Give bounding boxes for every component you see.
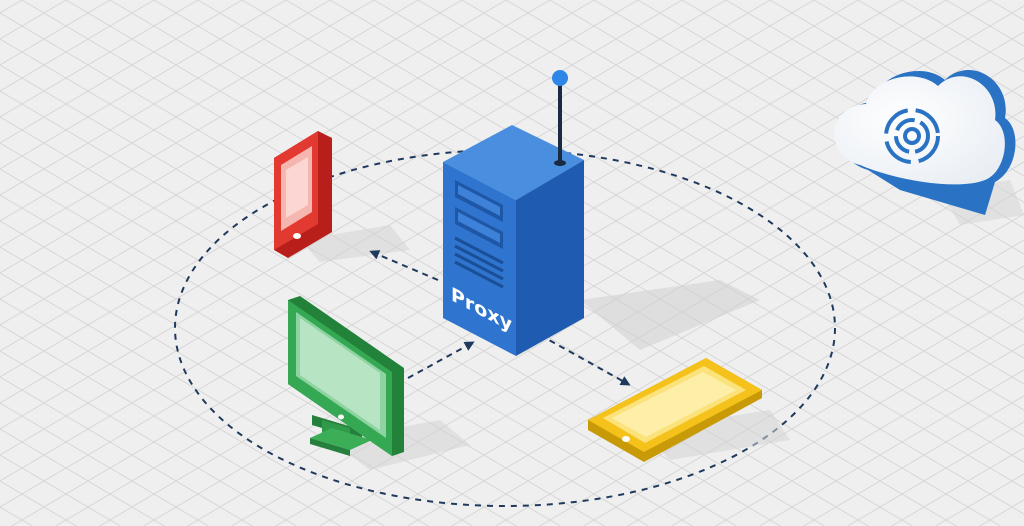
connection-arrows xyxy=(369,250,631,386)
tablet-icon xyxy=(588,358,762,462)
smartphone-icon xyxy=(274,131,332,258)
arrow-proxy-to-tablet xyxy=(539,334,631,386)
security-emblem-icon xyxy=(884,108,940,164)
arrow-proxy-to-phone xyxy=(369,250,439,281)
cloud-icon xyxy=(834,69,1016,215)
antenna-tip xyxy=(552,70,568,86)
arrow-desktop-to-proxy xyxy=(407,341,475,379)
proxy-server-icon: Proxy xyxy=(443,70,584,356)
network-ring xyxy=(174,149,836,507)
desktop-monitor-icon xyxy=(288,296,404,456)
server-vents xyxy=(454,236,504,289)
